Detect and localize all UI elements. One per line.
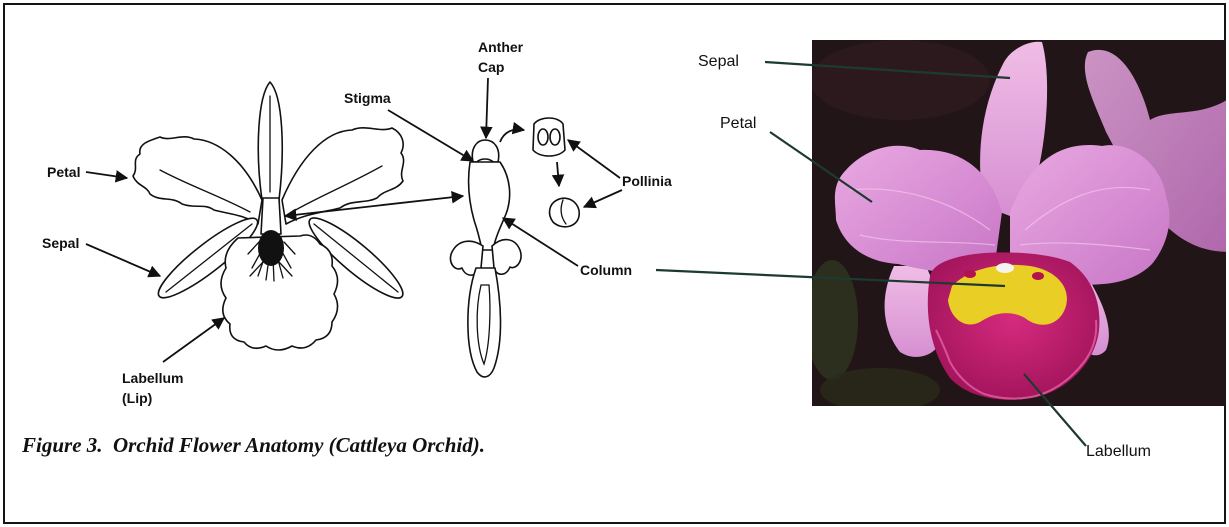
photo-foliage-bottom [820, 368, 940, 412]
detail-column-body [469, 162, 510, 250]
photo-shadow-top [810, 40, 990, 120]
anther-removal-arrow [500, 130, 524, 143]
pollinia-transfer-arrow [557, 162, 559, 186]
pollinia-arrow-bottom [584, 190, 622, 207]
pollinium-right [550, 129, 560, 145]
pollinium-left [538, 129, 548, 145]
label-lip: (Lip) [122, 390, 152, 406]
column-detail-drawing [450, 118, 579, 377]
drawing-left-petal [133, 137, 262, 224]
detail-right-wing [492, 240, 521, 275]
label-petal: Petal [47, 164, 80, 180]
labellum-arrow [163, 318, 224, 362]
photo-throat-spot-left [964, 270, 976, 278]
photo-label-labellum: Labellum [1086, 443, 1151, 460]
label-sepal: Sepal [42, 235, 79, 251]
photo-throat-spot-right [1032, 272, 1044, 280]
photo-label-sepal: Sepal [698, 53, 739, 70]
sepal-arrow [86, 244, 160, 276]
detail-lower-lip [468, 268, 501, 377]
label-stigma: Stigma [344, 90, 391, 106]
label-labellum: Labellum [122, 370, 183, 386]
label-pollinia: Pollinia [622, 173, 672, 189]
orchid-photo [806, 40, 1229, 412]
drawing-throat-tuft [258, 230, 284, 266]
label-cap: Cap [478, 59, 504, 75]
pollinia-arrow-top [568, 140, 620, 178]
figure-caption: Figure 3. Orchid Flower Anatomy (Cattley… [21, 433, 485, 457]
orchid-line-drawing [133, 82, 411, 350]
label-anther: Anther [478, 39, 524, 55]
photo-label-petal: Petal [720, 115, 756, 132]
drawing-labels: Anther Cap Stigma Petal Pollinia Sepal C… [42, 39, 672, 406]
petal-arrow [86, 172, 127, 178]
label-column: Column [580, 262, 632, 278]
drawing-flower-column [261, 198, 281, 234]
anther-cap-arrow [486, 78, 488, 138]
photo-column-tip [996, 263, 1014, 273]
